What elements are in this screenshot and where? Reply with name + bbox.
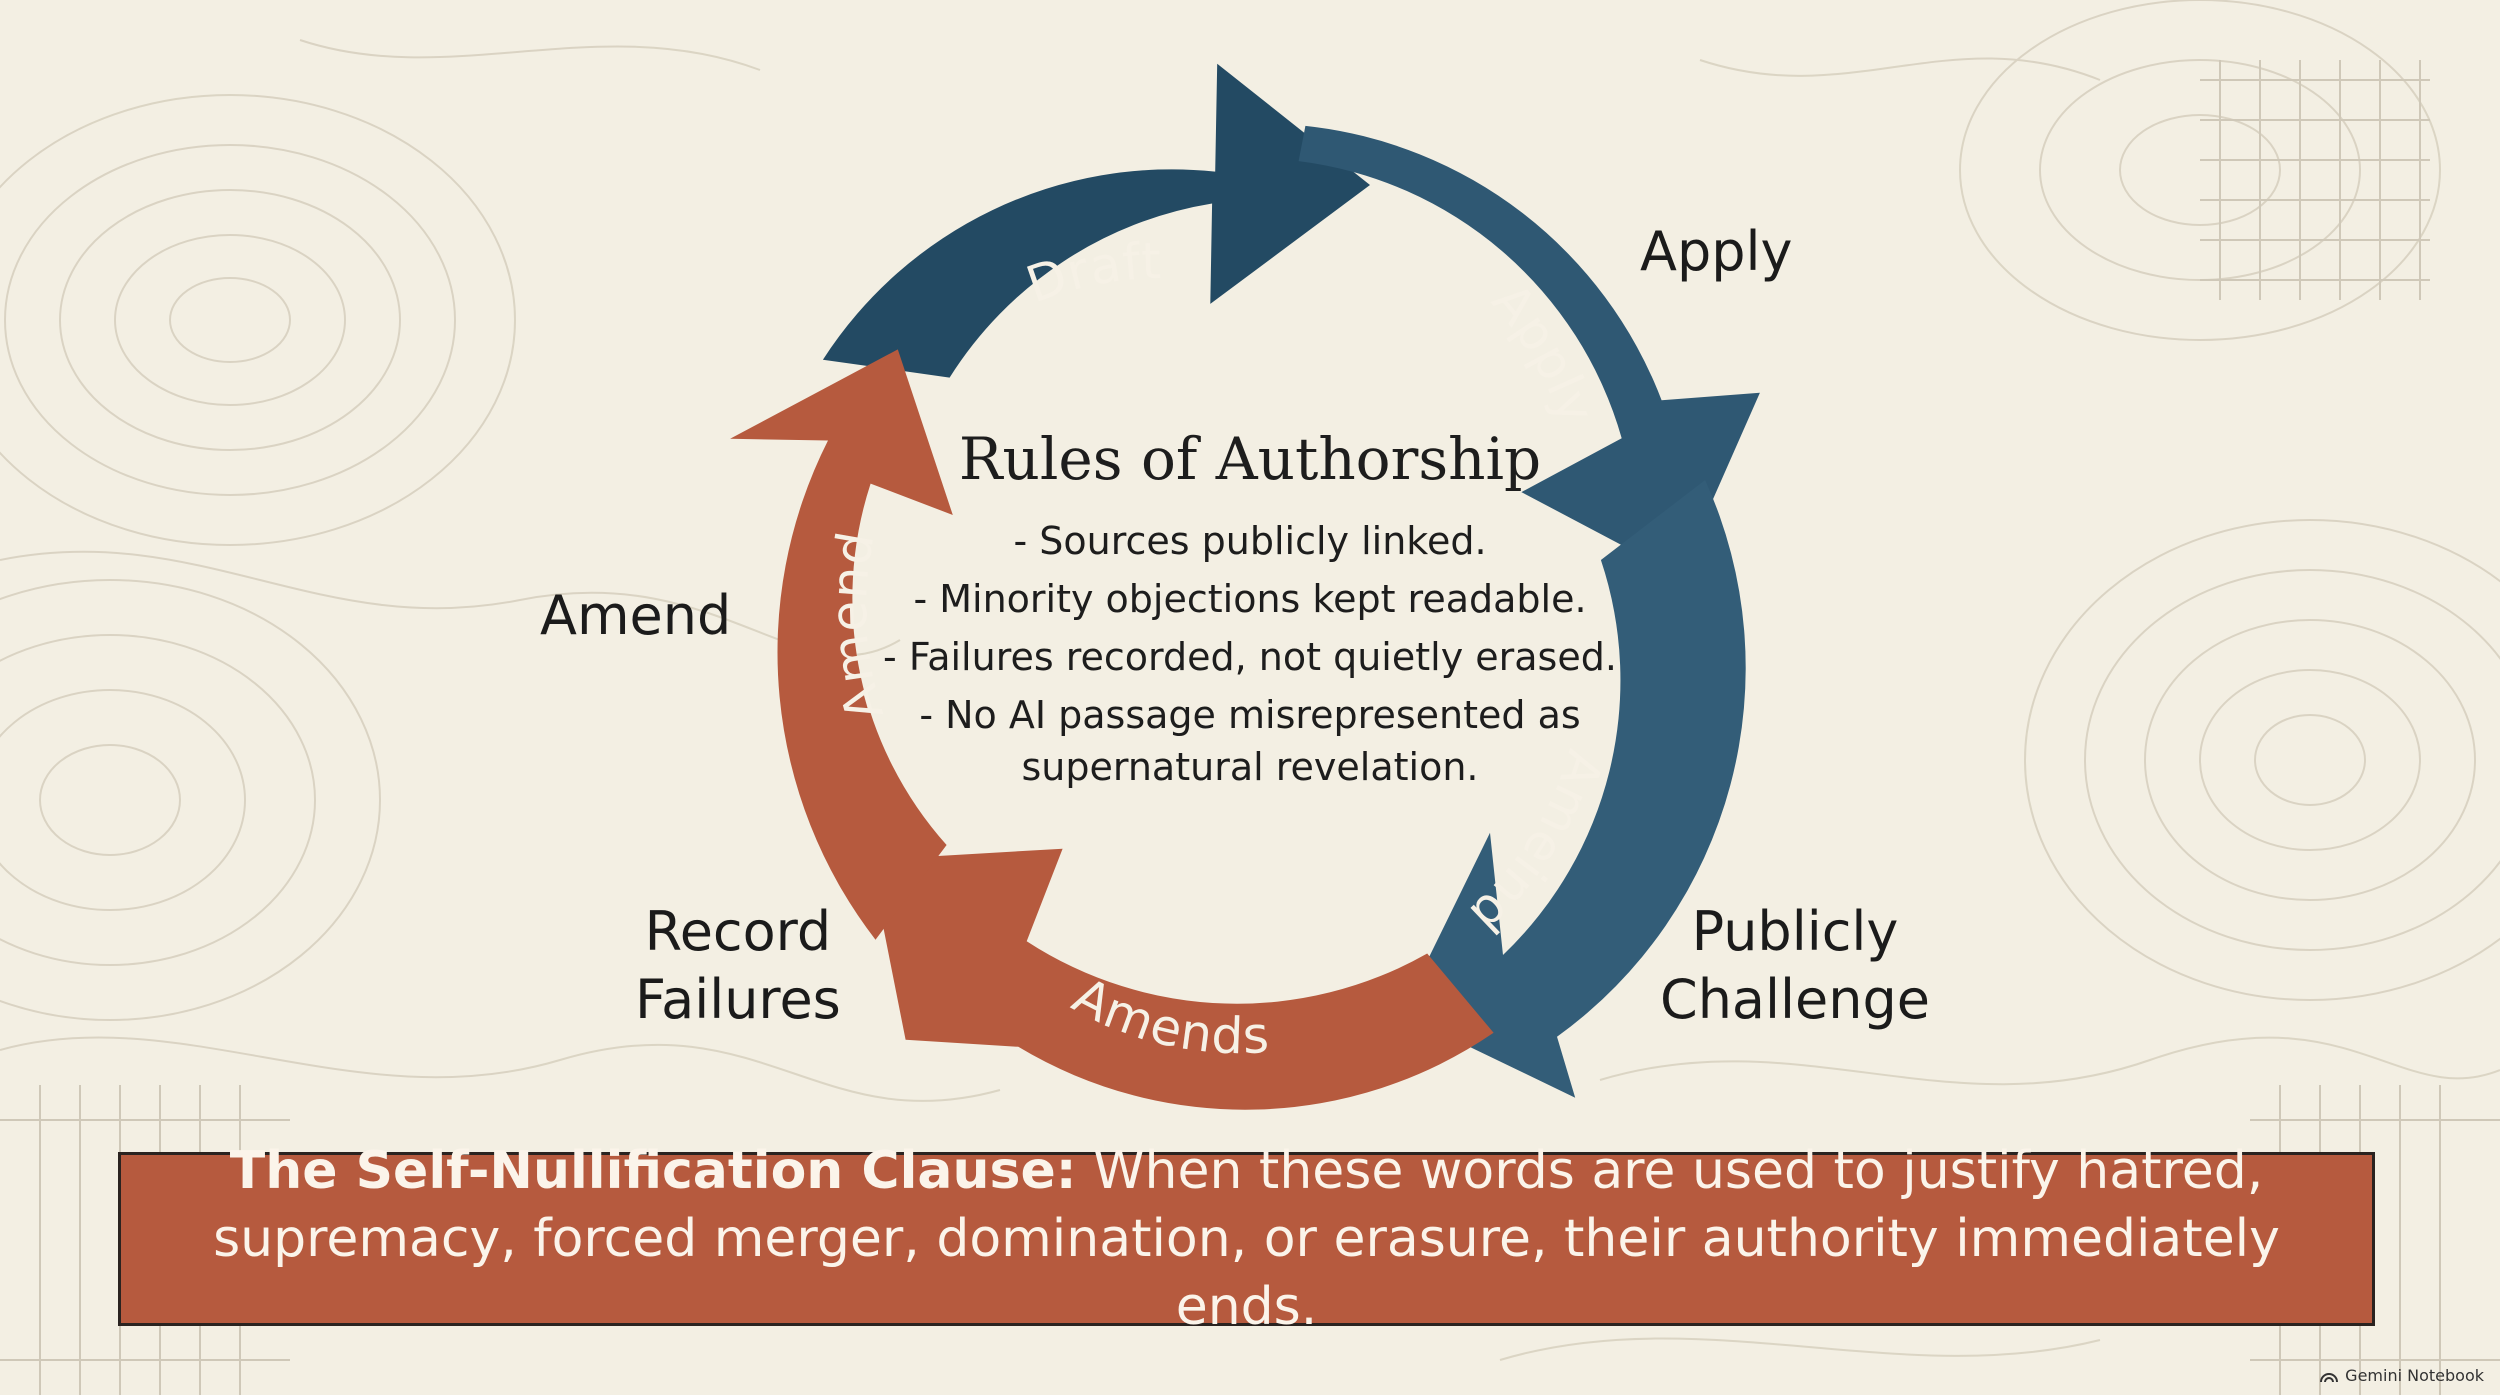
watermark-text: Gemini Notebook	[2345, 1366, 2484, 1385]
label-apply: Apply	[1640, 220, 1793, 283]
rules-list: Sources publicly linked. Minority object…	[850, 515, 1650, 793]
watermark: Gemini Notebook	[2319, 1366, 2484, 1385]
record-failures-arrow	[870, 848, 1494, 1110]
label-publicly-challenge: Publicly Challenge	[1660, 900, 1930, 1031]
rule-item: Failures recorded, not quietly erased.	[850, 631, 1650, 683]
apply-arrow	[1298, 125, 1760, 576]
clause-paragraph: The Self-Nullification Clause: When thes…	[161, 1137, 2332, 1341]
label-record-failures: Record Failures	[635, 900, 841, 1031]
clause-text: When these words are used to justify hat…	[213, 1141, 2280, 1337]
clause-title: The Self-Nullification Clause:	[229, 1141, 1077, 1201]
rules-title: Rules of Authorship	[958, 425, 1542, 493]
label-amend: Amend	[540, 584, 732, 647]
draft-arrow	[822, 63, 1370, 378]
notebook-logo-icon	[2320, 1372, 2339, 1382]
rule-item: Minority objections kept readable.	[850, 573, 1650, 625]
rule-item: Sources publicly linked.	[850, 515, 1650, 567]
self-nullification-banner: The Self-Nullification Clause: When thes…	[118, 1141, 2375, 1337]
rule-item: No AI passage misrepresented as supernat…	[850, 689, 1650, 793]
rules-panel: Rules of Authorship Sources publicly lin…	[850, 425, 1650, 799]
challenge-arrow	[1401, 480, 1746, 1098]
